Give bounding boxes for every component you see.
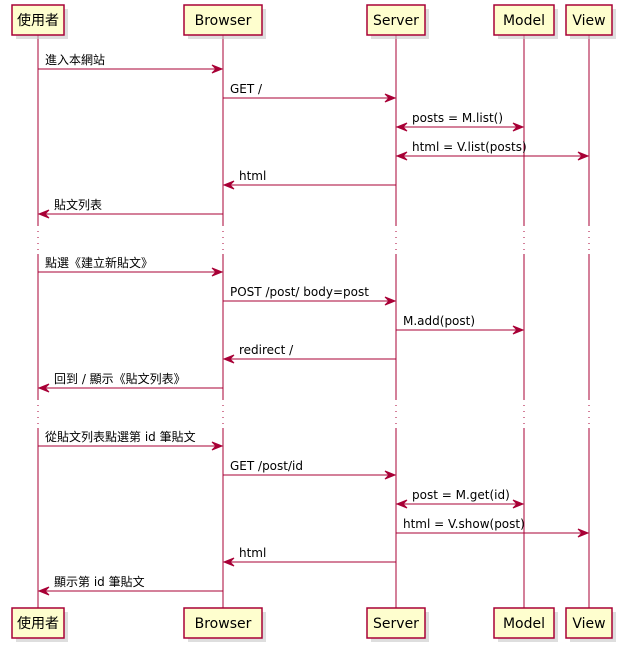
messages: 進入本網站 GET / posts = M.list() html = V.list(… [37, 53, 590, 596]
arrowhead-icon [211, 441, 224, 451]
participant-bottom-model: Model [493, 607, 558, 642]
arrowhead-icon [384, 296, 397, 306]
participant-box [183, 607, 263, 639]
participant-top-browser: Browser [183, 4, 266, 39]
message-19: 顯示第 id 筆貼文 [37, 574, 223, 596]
message-11: redirect / [222, 343, 396, 364]
arrowhead-icon [512, 499, 525, 509]
participant-label: Server [373, 616, 419, 632]
participant-label: Server [373, 13, 419, 29]
message-14: 從貼文列表點選第 id 筆貼文 [38, 429, 224, 451]
arrowhead-icon [222, 180, 235, 190]
arrowhead-icon [577, 528, 590, 538]
arrowhead-icon [211, 267, 224, 277]
message-label: 點選《建立新貼文》 [45, 255, 153, 270]
message-label: 回到 / 顯示《貼文列表》 [54, 371, 186, 386]
participant-bottom-browser: Browser [183, 607, 266, 642]
participant-box [183, 4, 263, 36]
participant-label: Model [503, 13, 545, 29]
arrowhead-icon [37, 586, 50, 596]
participant-label: View [572, 616, 605, 632]
arrowhead-icon [211, 64, 224, 74]
message-5: html [222, 169, 396, 190]
message-17: html = V.show(post) [396, 517, 590, 538]
message-1: 進入本網站 [38, 53, 224, 74]
message-label: html [239, 546, 266, 560]
message-label: 顯示第 id 筆貼文 [54, 574, 145, 589]
message-label: 貼文列表 [54, 197, 102, 212]
message-label: GET /post/id [230, 459, 303, 473]
arrowhead-icon [384, 470, 397, 480]
participant-box [366, 607, 426, 639]
participant-label: Browser [195, 616, 252, 632]
arrowhead-icon [37, 209, 50, 219]
participant-box [493, 607, 555, 639]
message-label: html [239, 169, 266, 183]
message-10: M.add(post) [396, 314, 525, 335]
participants-top: 使用者 Browser Server Model View [11, 4, 616, 39]
message-label: posts = M.list() [412, 111, 503, 125]
message-12: 回到 / 顯示《貼文列表》 [37, 371, 223, 393]
message-15: GET /post/id [223, 459, 397, 480]
participant-label: View [572, 13, 605, 29]
message-label: html = V.list(posts) [412, 140, 527, 154]
message-18: html [222, 546, 396, 567]
message-label: POST /post/ body=post [230, 285, 369, 299]
participant-box [565, 4, 613, 36]
participant-bottom-user: 使用者 [11, 607, 68, 642]
message-label: 從貼文列表點選第 id 筆貼文 [45, 429, 196, 444]
message-label: html = V.show(post) [403, 517, 525, 531]
message-3: posts = M.list() [395, 111, 525, 132]
message-2: GET / [223, 82, 397, 103]
message-6: 貼文列表 [37, 197, 223, 219]
participant-top-user: 使用者 [11, 4, 68, 39]
arrowhead-start-icon [395, 151, 408, 161]
message-label: 進入本網站 [45, 53, 105, 67]
participant-box [11, 607, 65, 639]
arrowhead-start-icon [395, 122, 408, 132]
participant-bottom-view: View [565, 607, 616, 642]
participant-box [565, 607, 613, 639]
participant-label: 使用者 [17, 615, 59, 632]
arrowhead-icon [37, 383, 50, 393]
participant-top-view: View [565, 4, 616, 39]
participant-box [366, 4, 426, 36]
participant-box [11, 4, 65, 36]
participant-box [493, 4, 555, 36]
participants-bottom: 使用者 Browser Server Model View [11, 607, 616, 642]
participant-label: 使用者 [17, 12, 59, 29]
participant-top-model: Model [493, 4, 558, 39]
message-9: POST /post/ body=post [223, 285, 397, 306]
arrowhead-icon [512, 122, 525, 132]
message-label: M.add(post) [403, 314, 475, 328]
lifelines [37, 35, 590, 608]
participant-top-server: Server [366, 4, 429, 39]
arrowhead-icon [222, 354, 235, 364]
participant-bottom-server: Server [366, 607, 429, 642]
message-4: html = V.list(posts) [395, 140, 590, 161]
participant-label: Model [503, 616, 545, 632]
message-label: post = M.get(id) [412, 488, 510, 502]
arrowhead-icon [577, 151, 590, 161]
arrowhead-start-icon [395, 499, 408, 509]
arrowhead-icon [222, 557, 235, 567]
arrowhead-icon [384, 93, 397, 103]
participant-label: Browser [195, 13, 252, 29]
arrowhead-icon [512, 325, 525, 335]
message-8: 點選《建立新貼文》 [38, 255, 224, 277]
message-label: GET / [230, 82, 263, 96]
message-16: post = M.get(id) [395, 488, 525, 509]
message-label: redirect / [239, 343, 294, 357]
